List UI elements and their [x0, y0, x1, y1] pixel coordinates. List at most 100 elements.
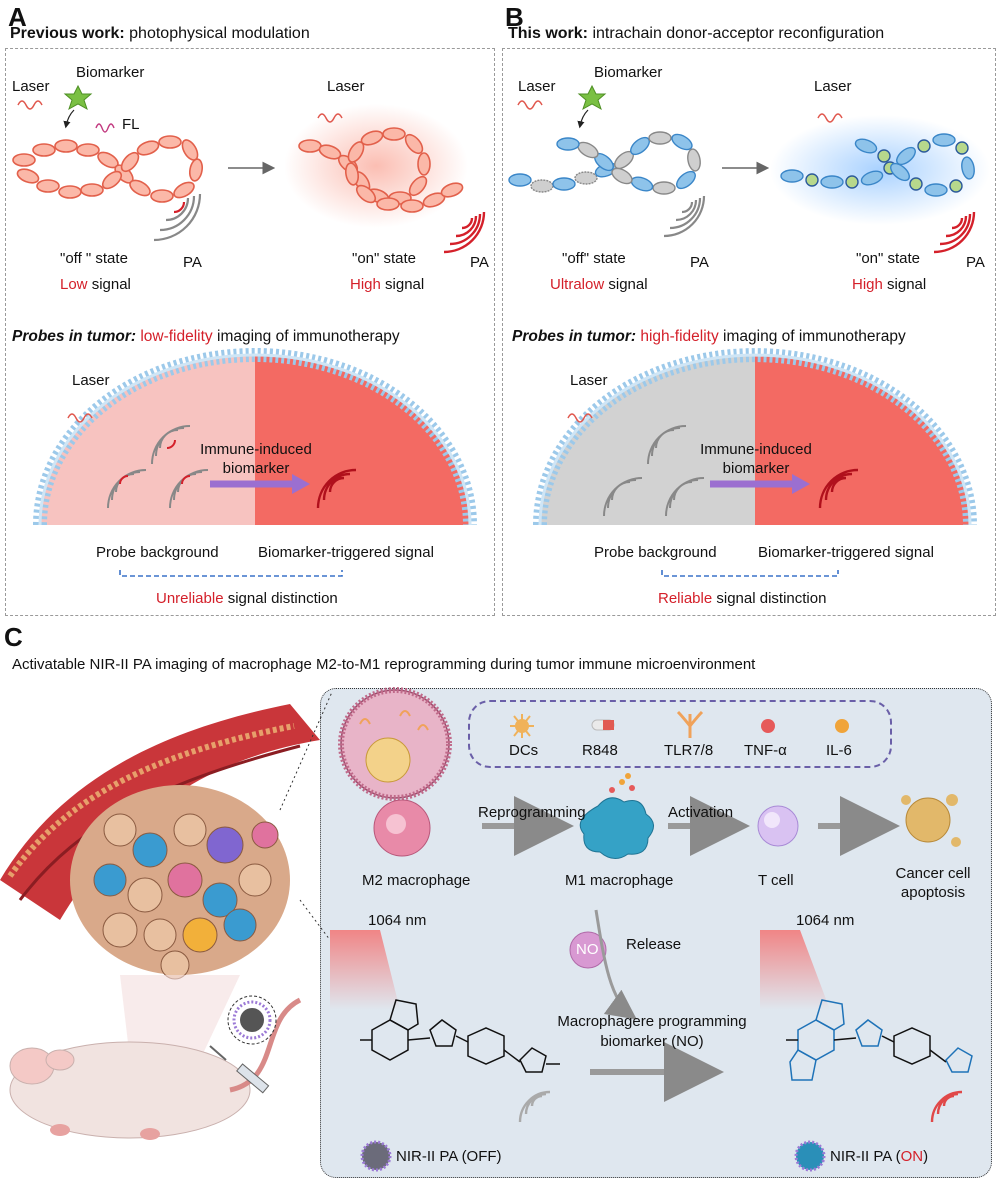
panel-c-title: Activatable NIR-II PA imaging of macroph… — [12, 656, 756, 673]
tnf-icon — [761, 719, 775, 733]
panel-b-heading: This work: intrachain donor-acceptor rec… — [508, 25, 884, 43]
distinction-bracket-b — [661, 570, 839, 577]
distinction-red: Reliable — [658, 590, 713, 607]
panel-b-letter: B — [505, 2, 524, 32]
fl-wave-icon — [95, 123, 115, 133]
molecule-off-structure — [360, 999, 560, 1073]
probe-chain-off-a — [12, 135, 204, 203]
distinction-label-a: Unreliable signal distinction — [156, 590, 338, 607]
laser-label: Laser — [12, 78, 50, 95]
m2-label: M2 macrophage — [362, 872, 471, 889]
immune-line1: Immune-induced — [700, 441, 812, 458]
immune-biomarker-label: Immune-induced biomarker — [198, 440, 314, 478]
legend-tnf: TNF-α — [744, 742, 787, 759]
off-state-label: "off" state — [562, 250, 626, 267]
probe-chain-off-b — [508, 131, 701, 195]
signal-level-word: High — [852, 276, 883, 293]
pa-signal-strong-b — [818, 468, 859, 509]
probes-red: high-fidelity — [636, 328, 719, 345]
nanoparticle-off-icon — [360, 1140, 392, 1172]
pa-signal-weak-c — [518, 1090, 551, 1123]
signal-level-word: Ultralow — [550, 276, 605, 293]
biomarker-triggered-label: Biomarker-triggered signal — [258, 544, 434, 561]
laser-icon — [67, 413, 93, 423]
release-arrow — [594, 909, 637, 1020]
pa-signal-strong-a — [443, 211, 486, 254]
laser-icon — [517, 100, 543, 110]
biomarker-label: Biomarker — [76, 64, 145, 81]
tumor-dome-a — [33, 348, 477, 526]
laser-label: Laser — [518, 78, 556, 95]
on-state-label: "on" state — [856, 250, 921, 267]
laser-label: Laser — [72, 372, 110, 389]
distinction-rest: signal distinction — [712, 590, 827, 607]
laser-beam-left — [330, 930, 400, 1010]
signal-level-word: High — [350, 276, 381, 293]
immune-line2: biomarker — [222, 460, 290, 477]
apoptotic-cell-icon — [901, 794, 961, 847]
macro-line1: Macrophagere programming — [557, 1013, 747, 1030]
probes-heading-a: Probes in tumor: low-fidelity imaging of… — [12, 328, 400, 346]
tlr-icon — [676, 710, 704, 738]
apoptosis-label: Cancer cell apoptosis — [888, 864, 978, 902]
apoptosis-line2: apoptosis — [900, 884, 966, 901]
release-label: Release — [626, 936, 682, 953]
distinction-bracket-a — [119, 570, 343, 577]
probe-chain-on-b — [780, 133, 975, 197]
legend-il6: IL-6 — [826, 742, 852, 759]
biomarker-star-icon — [63, 84, 93, 111]
m2-macrophage-icon — [373, 799, 431, 857]
panel-c-letter: C — [4, 622, 23, 652]
off-state-label: "off " state — [60, 250, 128, 267]
r848-icon — [591, 719, 615, 731]
pa-signal-weak-b — [663, 195, 706, 238]
distinction-rest: signal distinction — [223, 590, 338, 607]
probes-rest: imaging of immunotherapy — [718, 328, 906, 345]
no-bubble — [569, 931, 607, 969]
il6-icon — [835, 719, 849, 733]
laser-label: Laser — [570, 372, 608, 389]
m1-macrophage-icon — [579, 773, 654, 859]
panel-a-heading: Previous work: photophysical modulation — [10, 25, 310, 43]
immune-line2: biomarker — [722, 460, 790, 477]
probe-background-label: Probe background — [594, 544, 717, 561]
dcs-icon — [510, 714, 534, 738]
syringe-icon — [209, 1045, 270, 1094]
macro-line2: biomarker (NO) — [600, 1033, 704, 1050]
distinction-label-b: Reliable signal distinction — [658, 590, 826, 607]
nir-on-label: NIR-II PA (ON) — [830, 1148, 928, 1165]
pa-label: PA — [470, 254, 489, 271]
pa-signal-strong-a — [316, 468, 357, 509]
laser-icon — [817, 113, 843, 123]
signal-word: signal — [380, 276, 425, 293]
laser-label: Laser — [814, 78, 852, 95]
laser-icon — [567, 413, 593, 423]
immune-line1: Immune-induced — [200, 441, 312, 458]
legend-tlr: TLR7/8 — [664, 742, 714, 759]
laser-icon — [317, 113, 343, 123]
apoptosis-line1: Cancer cell — [895, 865, 971, 882]
panel-b-box — [502, 48, 996, 616]
probes-rest: imaging of immunotherapy — [212, 328, 400, 345]
pa-label: PA — [183, 254, 202, 271]
nir-on-suffix: ) — [923, 1148, 929, 1165]
wavelength-label-right: 1064 nm — [796, 912, 855, 929]
biomarker-star-icon — [577, 84, 607, 111]
pa-label: PA — [966, 254, 985, 271]
panel-a-box — [5, 48, 495, 616]
off-signal-label: Ultralow signal — [550, 276, 648, 293]
legend-box — [468, 700, 892, 768]
pa-signal-weak-b — [603, 425, 705, 517]
no-label: NO — [576, 941, 599, 958]
probe-chain-on-a — [298, 127, 464, 213]
m1-label: M1 macrophage — [565, 872, 674, 889]
pa-label: PA — [690, 254, 709, 271]
laser-icon — [17, 100, 43, 110]
nir-off-label: NIR-II PA (OFF) — [396, 1148, 502, 1165]
probe-background-label: Probe background — [96, 544, 219, 561]
legend-dcs: DCs — [509, 742, 539, 759]
probes-red: low-fidelity — [136, 328, 213, 345]
activation-label: Activation — [668, 804, 734, 821]
